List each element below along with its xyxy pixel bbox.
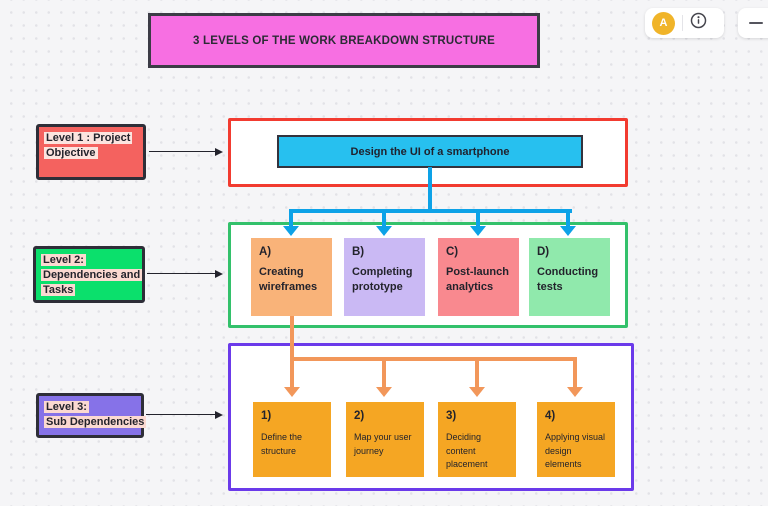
info-button[interactable] [690,12,707,34]
legend-text: Level 1 : Project [44,132,133,144]
task-label: tests [537,280,563,293]
subtask-label: journey [354,445,384,456]
collaborators-pill: A [645,8,724,38]
legend-text: Dependencies and [41,269,143,281]
legend-arrow-2[interactable] [147,273,216,274]
legend-arrow-3-head [215,410,223,419]
subtask-label: Map your user [354,432,412,442]
task-label: Conducting [537,266,599,278]
legend-arrow-3[interactable] [146,414,216,415]
task-label: Completing [352,266,413,278]
task-prefix: A) [259,246,272,258]
task-card-c[interactable]: C) Post-launch analytics [438,238,519,316]
task-label: prototype [352,280,403,293]
legend-arrow-1-head [215,147,223,156]
task-card-d[interactable]: D) Conducting tests [529,238,610,316]
legend-level-2[interactable]: Level 2: Dependencies and Tasks [33,246,145,303]
legend-arrow-2-head [215,269,223,278]
info-icon [690,12,707,34]
task-card-a[interactable]: A) Creating wireframes [251,238,332,316]
subtask-card-3[interactable]: 3) Deciding content placement [438,402,516,477]
task-label: wireframes [259,280,318,293]
legend-text: Objective [44,147,98,159]
task-label: Creating [259,266,304,278]
subtask-label: structure [261,445,297,456]
avatar[interactable]: A [652,11,675,35]
task-label: Post-launch [446,266,509,278]
legend-text: Sub Dependencies [44,416,147,428]
toolbar-divider [682,15,683,31]
title-banner[interactable]: 3 LEVELS OF THE WORK BREAKDOWN STRUCTURE [148,13,540,68]
subtask-label: placement [446,459,488,469]
task-prefix: B) [352,246,365,258]
subtask-prefix: 3) [446,410,457,422]
task-prefix: C) [446,246,459,258]
subtask-prefix: 4) [545,410,556,422]
subtask-card-4[interactable]: 4) Applying visual design elements [537,402,615,477]
subtask-label: Define the [261,432,303,442]
legend-level-3[interactable]: Level 3: Sub Dependencies [36,393,147,438]
subtask-label: Deciding content [446,432,482,456]
legend-text: Tasks [41,284,76,296]
subtask-label: design elements [545,445,582,470]
subtask-label: Applying visual [545,432,606,442]
legend-arrow-1[interactable] [149,151,216,152]
subtask-prefix: 1) [261,410,272,422]
legend-level-1[interactable]: Level 1 : Project Objective [36,124,146,180]
connector-segment [289,209,572,213]
task-card-b[interactable]: B) Completing prototype [344,238,425,316]
title-banner-text: 3 LEVELS OF THE WORK BREAKDOWN STRUCTURE [193,34,495,47]
subtask-prefix: 2) [354,410,365,422]
subtask-card-1[interactable]: 1) Define the structure [253,402,331,477]
minimize-button[interactable] [738,8,768,38]
minus-icon [749,22,763,24]
task-prefix: D) [537,246,550,258]
task-label: analytics [446,280,494,293]
subtask-card-2[interactable]: 2) Map your user journey [346,402,424,477]
objective-text: Design the UI of a smartphone [350,145,510,158]
legend-text: Level 2: [41,254,86,266]
legend-text: Level 3: [44,401,89,413]
objective-card[interactable]: Design the UI of a smartphone [277,135,583,168]
